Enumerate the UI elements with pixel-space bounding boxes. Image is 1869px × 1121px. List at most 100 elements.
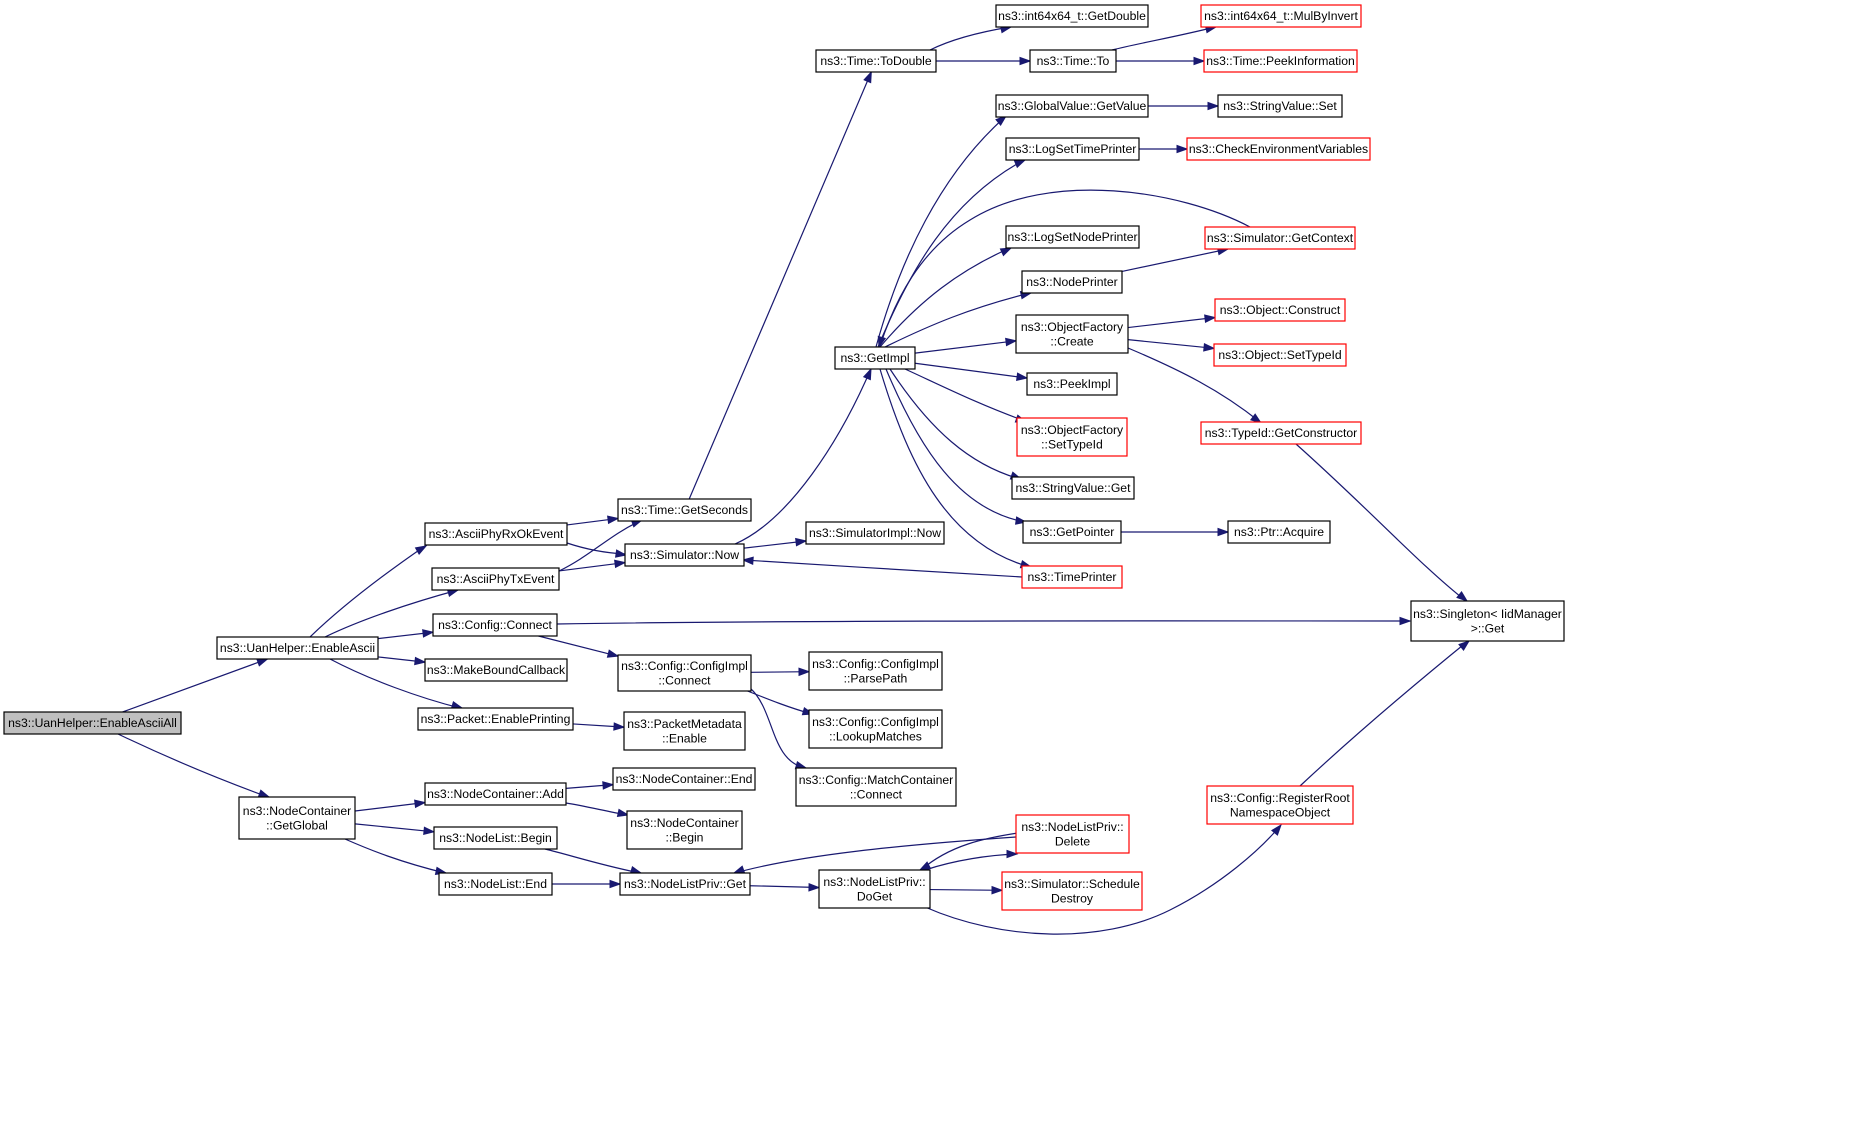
node-timePrinter[interactable]: ns3::TimePrinter — [1021, 565, 1123, 589]
edge-line — [929, 888, 1003, 891]
node-mbc[interactable]: ns3::MakeBoundCallback — [424, 658, 568, 682]
node-singletonGet[interactable]: ns3::Singleton< IidManager>::Get — [1410, 600, 1565, 642]
node-label: ns3::NodeContainer — [243, 804, 351, 818]
edge-logSetTime-to-checkEnv — [1139, 144, 1189, 154]
arrowhead-icon — [609, 879, 622, 889]
node-box — [995, 4, 1149, 28]
node-label: ns3::MakeBoundCallback — [427, 663, 566, 677]
edge-getImpl-to-svGet — [889, 368, 1023, 480]
node-enableAscii[interactable]: ns3::UanHelper::EnableAscii — [216, 636, 379, 660]
node-label: ns3::Time::PeekInformation — [1206, 54, 1355, 68]
node-svGet[interactable]: ns3::StringValue::Get — [1011, 476, 1135, 500]
edge-line — [1121, 248, 1229, 273]
node-timeTo[interactable]: ns3::Time::To — [1029, 49, 1117, 73]
edge-line — [1299, 640, 1469, 787]
node-simGetContext[interactable]: ns3::Simulator::GetContext — [1204, 226, 1356, 250]
node-box — [1005, 225, 1140, 249]
node-ofCreate[interactable]: ns3::ObjectFactory::Create — [1015, 314, 1129, 354]
node-box — [432, 613, 558, 637]
node-box — [1227, 520, 1331, 544]
node-ptrAcquire[interactable]: ns3::Ptr::Acquire — [1227, 520, 1331, 544]
node-nlEnd[interactable]: ns3::NodeList::End — [438, 872, 553, 896]
node-label: ns3::LogSetTimePrinter — [1009, 142, 1137, 156]
node-pktEnable[interactable]: ns3::Packet::EnablePrinting — [417, 707, 574, 731]
node-parsePath[interactable]: ns3::Config::ConfigImpl::ParsePath — [808, 651, 943, 691]
node-getImpl[interactable]: ns3::GetImpl — [834, 346, 916, 370]
edge-nlpDoGet-to-nlpDelete — [924, 849, 1019, 871]
node-ofSetTypeId[interactable]: ns3::ObjectFactory::SetTypeId — [1016, 417, 1128, 457]
node-i64GetDouble[interactable]: ns3::int64x64_t::GetDouble — [995, 4, 1149, 28]
node-ncBegin[interactable]: ns3::NodeContainer::Begin — [626, 810, 743, 850]
edge-line — [354, 801, 426, 812]
node-peekImpl[interactable]: ns3::PeekImpl — [1026, 372, 1118, 396]
node-nlpDelete[interactable]: ns3::NodeListPriv::Delete — [1015, 814, 1130, 854]
node-simNow[interactable]: ns3::Simulator::Now — [624, 543, 745, 567]
node-svSet[interactable]: ns3::StringValue::Set — [1217, 94, 1343, 118]
edge-line — [558, 561, 626, 572]
node-label: ns3::Config::Connect — [438, 618, 552, 632]
arrowhead-icon — [1207, 101, 1220, 111]
node-logSetNode[interactable]: ns3::LogSetNodePrinter — [1005, 225, 1140, 249]
node-gvGetValue[interactable]: ns3::GlobalValue::GetValue — [995, 94, 1149, 118]
node-ncEnd[interactable]: ns3::NodeContainer::End — [612, 767, 756, 791]
node-cfgImplConnect[interactable]: ns3::Config::ConfigImpl::Connect — [617, 654, 752, 692]
arrowhead-icon — [257, 789, 271, 798]
node-label: Destroy — [1051, 891, 1094, 905]
node-box — [238, 796, 356, 840]
arrowhead-icon — [614, 549, 628, 558]
node-label: ns3::PacketMetadata — [627, 717, 742, 731]
node-root[interactable]: ns3::UanHelper::EnableAsciiAll — [3, 711, 182, 735]
node-tx[interactable]: ns3::AsciiPhyTxEvent — [431, 567, 560, 591]
node-cfgConnect[interactable]: ns3::Config::Connect — [432, 613, 558, 637]
node-peekInfo[interactable]: ns3::Time::PeekInformation — [1203, 49, 1358, 73]
arrowhead-icon — [423, 826, 436, 836]
edge-line — [1111, 26, 1216, 51]
node-nlpGet[interactable]: ns3::NodeListPriv::Get — [619, 872, 751, 896]
node-logSetTime[interactable]: ns3::LogSetTimePrinter — [1005, 137, 1140, 161]
node-checkEnv[interactable]: ns3::CheckEnvironmentVariables — [1186, 137, 1371, 161]
edge-getImpl-to-ofCreate — [914, 337, 1018, 354]
node-box — [1021, 565, 1123, 589]
node-rxOk[interactable]: ns3::AsciiPhyRxOkEvent — [424, 522, 568, 546]
node-label: ns3::Object::Construct — [1220, 303, 1341, 317]
node-nlBegin[interactable]: ns3::NodeList::Begin — [433, 826, 558, 850]
node-label: ns3::TimePrinter — [1028, 570, 1117, 584]
node-objConstruct[interactable]: ns3::Object::Construct — [1214, 298, 1346, 322]
node-getConstructor[interactable]: ns3::TypeId::GetConstructor — [1200, 421, 1362, 445]
node-label: ns3::UanHelper::EnableAsciiAll — [8, 716, 177, 730]
node-simImplNow[interactable]: ns3::SimulatorImpl::Now — [805, 521, 945, 545]
node-lookupMatches[interactable]: ns3::Config::ConfigImpl::LookupMatches — [808, 709, 943, 749]
edge-line — [875, 116, 1006, 348]
node-ncAdd[interactable]: ns3::NodeContainer::Add — [424, 782, 567, 806]
edge-line — [309, 545, 426, 638]
node-mulByInvert[interactable]: ns3::int64x64_t::MulByInvert — [1200, 4, 1362, 28]
node-objSetTypeId[interactable]: ns3::Object::SetTypeId — [1213, 343, 1347, 367]
node-label: ::LookupMatches — [829, 729, 922, 743]
edge-line — [884, 292, 1031, 348]
arrowhead-icon — [607, 515, 620, 525]
edge-nlEnd-to-nlpGet — [552, 879, 622, 889]
node-getSeconds[interactable]: ns3::Time::GetSeconds — [617, 498, 752, 522]
arrowhead-icon — [1005, 337, 1018, 347]
node-label: DoGet — [857, 889, 893, 903]
node-pmEnable[interactable]: ns3::PacketMetadata::Enable — [623, 711, 746, 751]
node-label: ns3::ObjectFactory — [1021, 320, 1124, 334]
node-label: ns3::StringValue::Set — [1223, 99, 1337, 113]
node-box — [818, 869, 931, 909]
node-label: ns3::Config::ConfigImpl — [812, 657, 939, 671]
node-label: ns3::StringValue::Get — [1016, 481, 1132, 495]
edge-ofCreate-to-objSetTypeId — [1127, 339, 1216, 352]
node-ncGetGlobal[interactable]: ns3::NodeContainer::GetGlobal — [238, 796, 356, 840]
node-nlpDoGet[interactable]: ns3::NodeListPriv::DoGet — [818, 869, 931, 909]
node-getPointer[interactable]: ns3::GetPointer — [1022, 520, 1122, 544]
node-label: ns3::NodeContainer::End — [616, 772, 753, 786]
node-nodePrinter[interactable]: ns3::NodePrinter — [1021, 270, 1123, 294]
node-box — [617, 654, 752, 692]
node-label: ns3::Simulator::Schedule — [1004, 877, 1140, 891]
node-label: ns3::GetPointer — [1030, 525, 1115, 539]
node-mcConnect[interactable]: ns3::Config::MatchContainer::Connect — [795, 767, 957, 807]
node-toDouble[interactable]: ns3::Time::ToDouble — [815, 49, 937, 73]
arrowhead-icon — [613, 722, 626, 731]
